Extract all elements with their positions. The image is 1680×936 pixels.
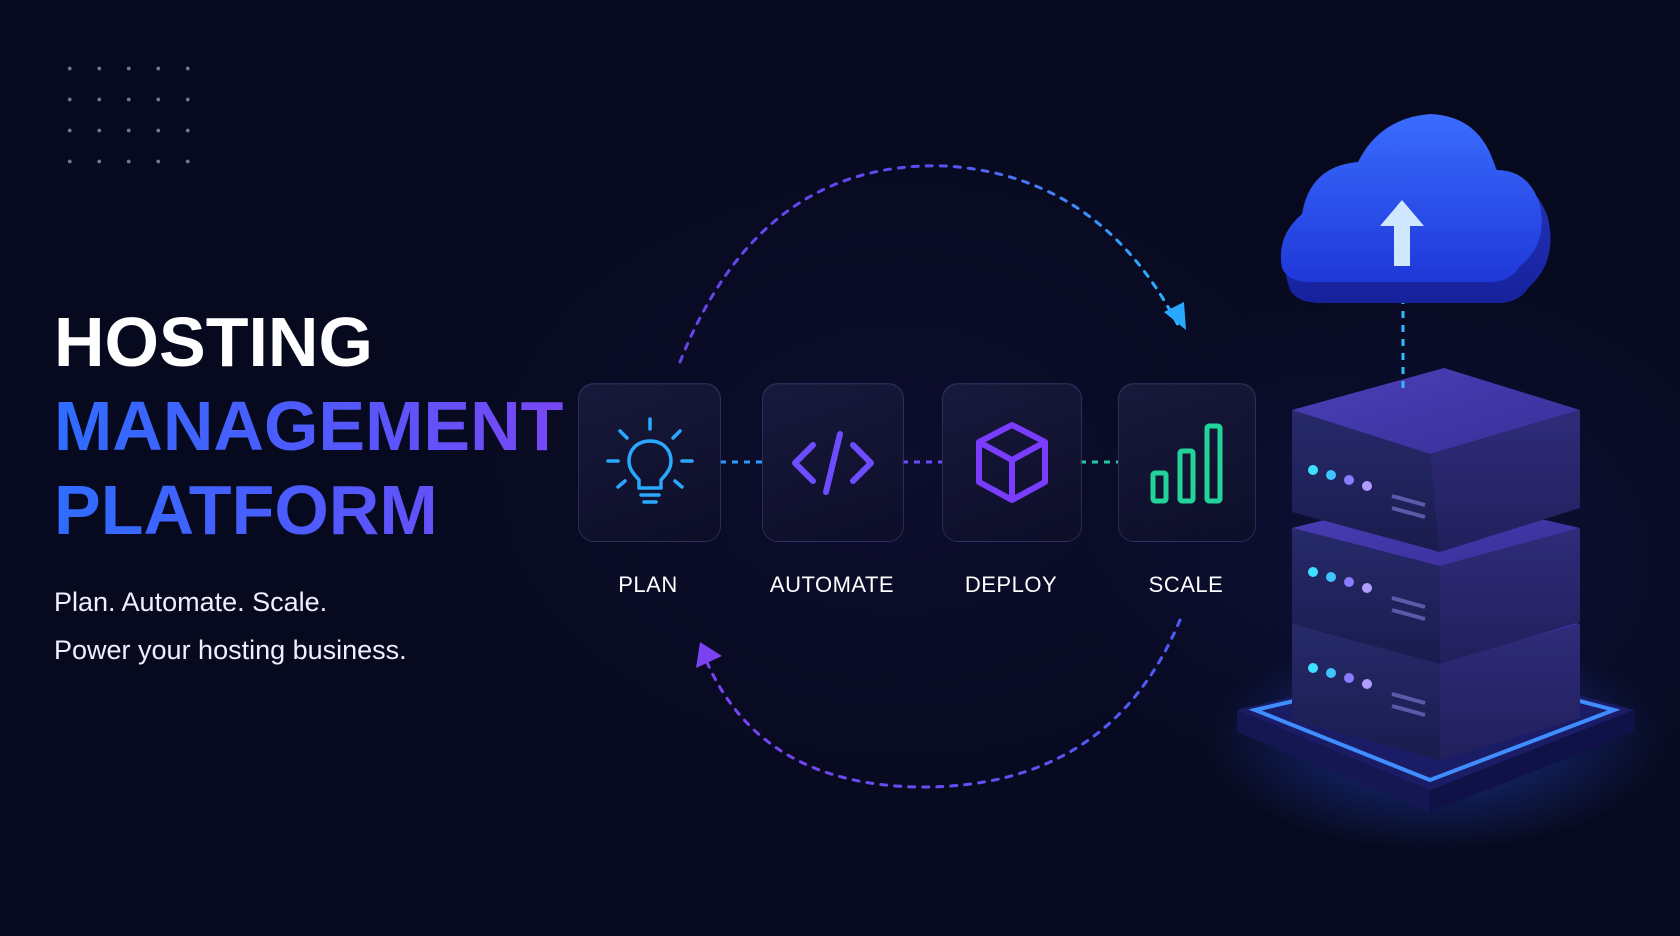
hero-tagline-line-1: Plan. Automate. Scale. [54, 587, 328, 617]
step-card-plan [578, 383, 721, 542]
step-card-automate [762, 383, 904, 542]
step-card-deploy [942, 383, 1082, 542]
cloud-upload-icon [1280, 114, 1551, 303]
hero-section: HOSTING MANAGEMENT PLATFORM Plan. Automa… [54, 300, 574, 674]
code-icon [792, 430, 874, 495]
step-label-deploy: DEPLOY [964, 572, 1058, 597]
cube-icon [976, 421, 1048, 503]
hero-tagline-line-2: Power your hosting business. [54, 635, 407, 665]
step-label-automate: AUTOMATE [769, 572, 895, 597]
hero-tagline: Plan. Automate. Scale. Power your hostin… [54, 578, 574, 674]
dot-grid-decoration [55, 53, 215, 188]
server-unit-top [1292, 368, 1580, 552]
hero-title-line-1: HOSTING [54, 303, 373, 381]
step-card-scale [1118, 383, 1256, 542]
hero-title-line-2: MANAGEMENT [54, 384, 574, 468]
hero-title-line-3: PLATFORM [54, 468, 574, 552]
bar-chart-icon [1150, 423, 1223, 503]
lightbulb-icon [605, 416, 694, 504]
step-label-plan: PLAN [618, 572, 678, 597]
step-label-scale: SCALE [1148, 572, 1224, 597]
